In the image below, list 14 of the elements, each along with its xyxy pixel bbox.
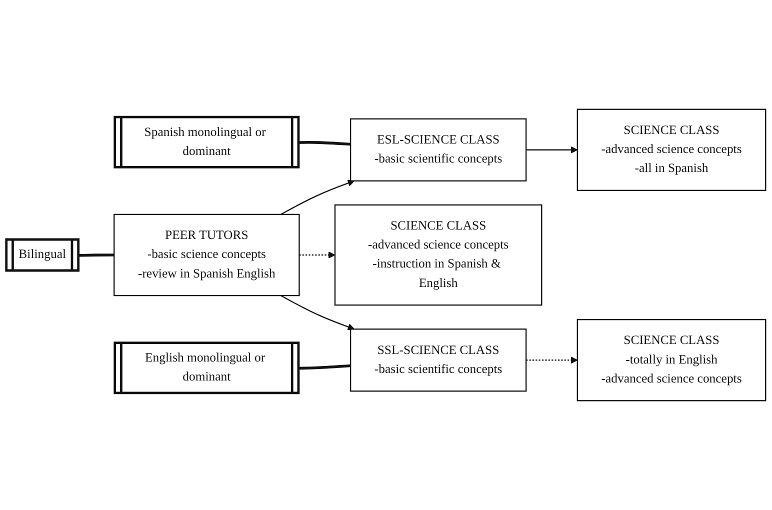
node-box: SCIENCE CLASS -advanced science concepts -all in Spanish (576, 108, 766, 191)
node-box: ESL-SCIENCE CLASS -basic scientific concepts (350, 118, 527, 182)
arrow (526, 146, 578, 154)
node-box: PEER TUTORS -basic science concepts -review in Spanish English (114, 214, 300, 296)
arrow (280, 180, 355, 215)
connector (298, 364, 351, 370)
node-box: SSL-SCIENCE CLASS -basic scientific concepts (350, 328, 527, 392)
node-box: SCIENCE CLASS -totally in English -advanced science concepts (576, 318, 766, 402)
arrow (299, 252, 336, 258)
connector (78, 254, 114, 257)
arrow (280, 295, 355, 330)
connector (298, 140, 351, 146)
arrow (526, 356, 578, 364)
node-box: SCIENCE CLASS -advanced science concepts -instruction in Spanish & English (334, 204, 542, 306)
